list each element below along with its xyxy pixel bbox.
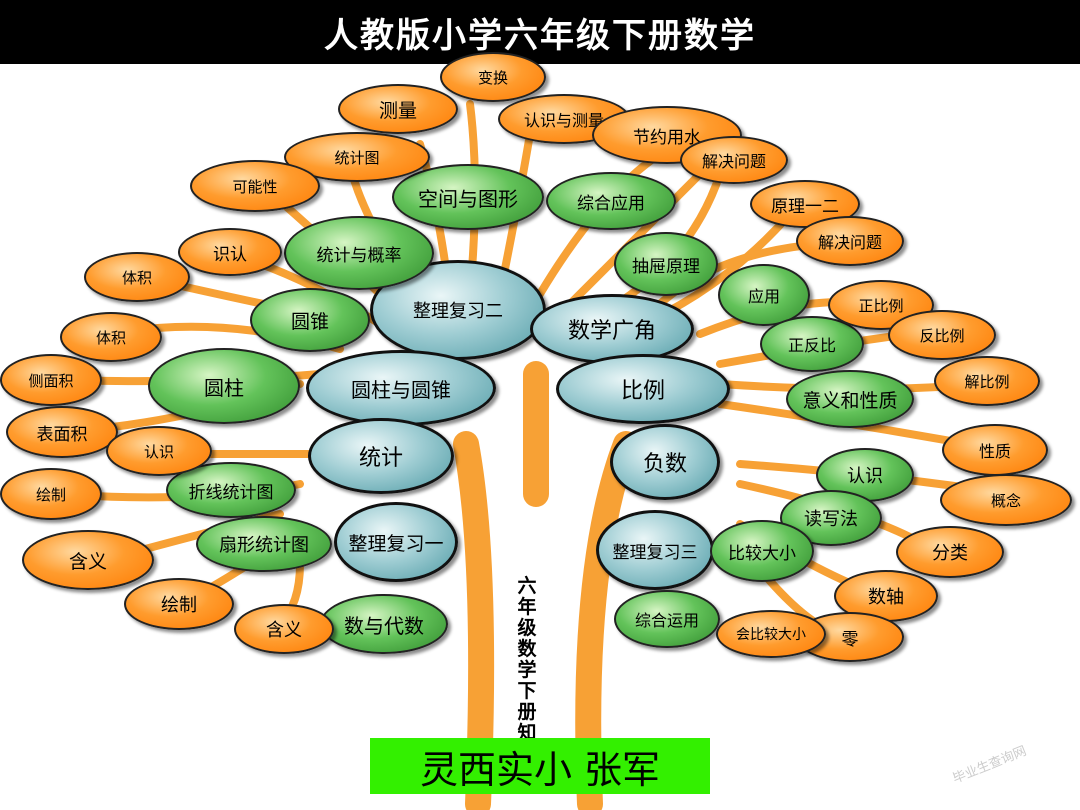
- node-zhengli1: 整理复习一: [334, 502, 458, 582]
- trunk-label-char: 六: [517, 575, 537, 597]
- node-gainian: 概念: [940, 474, 1072, 526]
- node-bijiao-daxiao: 比较大小: [710, 520, 814, 582]
- node-fushu: 负数: [610, 424, 720, 500]
- node-yuanzhu-yuanzhui: 圆柱与圆锥: [306, 350, 496, 426]
- node-tongji: 统计: [308, 418, 454, 494]
- node-shanxing: 扇形统计图: [196, 516, 332, 572]
- node-yuanzhui: 圆锥: [250, 288, 370, 352]
- node-yiyi-xingzhi: 意义和性质: [786, 370, 914, 428]
- trunk-label-char: 数: [517, 638, 537, 660]
- node-zhengfanbi: 正反比: [760, 316, 864, 372]
- node-huizhi1: 绘制: [0, 468, 102, 520]
- title-bar: 人教版小学六年级下册数学: [0, 0, 1080, 64]
- node-biaomianji: 表面积: [6, 406, 118, 458]
- node-xingzhi: 性质: [942, 424, 1048, 476]
- node-tiji2: 体积: [60, 312, 162, 362]
- node-bili: 比例: [556, 354, 730, 424]
- node-zhengbili: 正比例: [828, 280, 934, 330]
- node-jieyue: 节约用水: [592, 106, 742, 164]
- trunk-label-char: 下: [517, 680, 537, 702]
- node-hanyi2: 含义: [234, 604, 334, 654]
- node-jiejue2: 解决问题: [796, 216, 904, 266]
- node-bianhuan: 变换: [440, 52, 546, 102]
- node-celiang: 测量: [338, 84, 458, 134]
- trunk-label-char: 学: [517, 659, 537, 681]
- node-renshi-o: 认识: [106, 426, 212, 476]
- diagram-canvas: 整理复习二 数学广角 比例 圆柱与圆锥 统计 负数 整理复习一 整理复习三 空间…: [0, 52, 1080, 810]
- node-tiji1: 体积: [84, 252, 190, 302]
- node-jiejue1: 解决问题: [680, 136, 788, 184]
- node-tongji-gailv: 统计与概率: [284, 216, 434, 290]
- node-chouti-yuanli: 抽屉原理: [614, 232, 718, 296]
- node-huizhi2: 绘制: [124, 578, 234, 630]
- node-yuanzhu: 圆柱: [148, 348, 300, 424]
- node-shu-daishu: 数与代数: [320, 594, 448, 654]
- node-hanyi1: 含义: [22, 530, 154, 590]
- node-renshi-g: 认识: [816, 448, 914, 502]
- author-sign: 灵西实小 张军: [370, 738, 710, 794]
- node-jiebili: 解比例: [934, 356, 1040, 406]
- slide-title: 人教版小学六年级下册数学: [324, 15, 756, 56]
- node-fanbili: 反比例: [888, 310, 996, 360]
- node-kenengxing: 可能性: [190, 160, 320, 212]
- node-shuxueguangjiao: 数学广角: [530, 294, 694, 364]
- node-kongjian: 空间与图形: [392, 164, 544, 230]
- node-zonghe-yingyong: 综合应用: [546, 172, 676, 230]
- trunk-label-char: 级: [517, 617, 537, 639]
- node-fenlei: 分类: [896, 526, 1004, 578]
- node-zonghe-yunyong: 综合运用: [614, 590, 720, 648]
- node-shiren: 识认: [178, 228, 282, 276]
- trunk-label-char: 年: [517, 596, 537, 618]
- node-cemianji: 侧面积: [0, 354, 102, 406]
- node-yingyong: 应用: [718, 264, 810, 326]
- node-hui-bijiao: 会比较大小: [716, 610, 826, 658]
- trunk-label-char: 册: [517, 701, 537, 723]
- node-zhengli3: 整理复习三: [596, 510, 714, 590]
